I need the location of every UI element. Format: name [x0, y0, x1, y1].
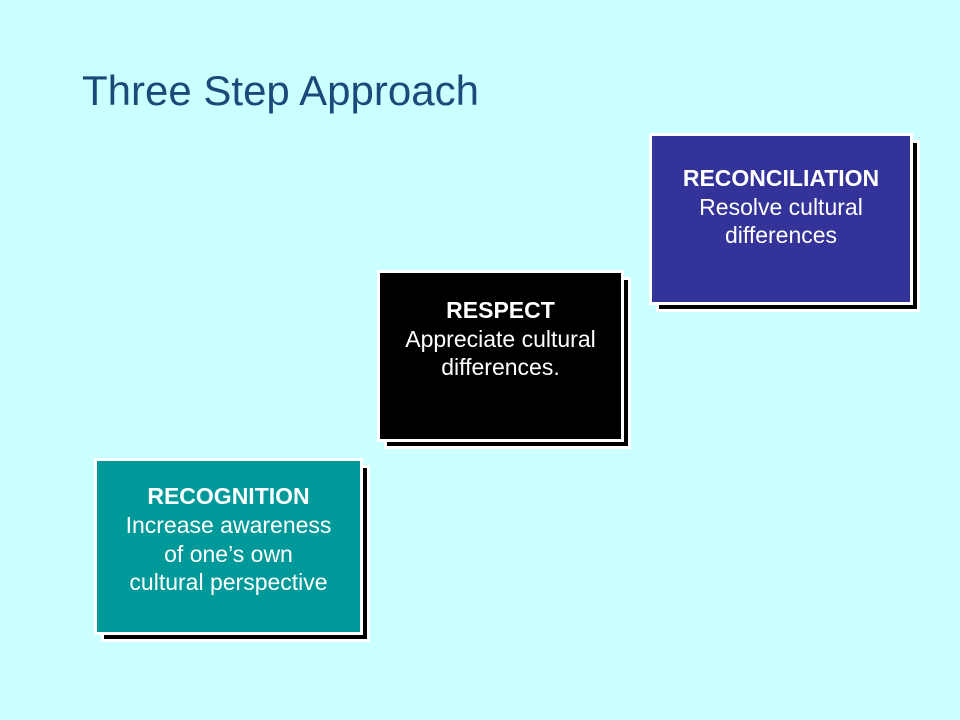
step-heading: RECONCILIATION: [682, 164, 880, 191]
slide-title: Three Step Approach: [82, 67, 479, 114]
step-description: Appreciate cultural differences.: [405, 325, 596, 381]
step-description: Increase awareness of one’s own cultural…: [125, 511, 332, 596]
step-box: RESPECT Appreciate cultural differences.: [377, 270, 624, 442]
step-heading: RECOGNITION: [147, 483, 310, 509]
step-box: RECOGNITION Increase awareness of one’s …: [94, 458, 363, 635]
step-respect: RESPECT Appreciate cultural differences.: [377, 270, 631, 449]
step-heading: RESPECT: [446, 296, 555, 323]
step-description: Resolve cultural differences: [699, 193, 863, 249]
step-recognition: RECOGNITION Increase awareness of one’s …: [94, 458, 370, 642]
step-box: RECONCILIATION Resolve cultural differen…: [649, 133, 913, 305]
step-reconciliation: RECONCILIATION Resolve cultural differen…: [649, 133, 920, 312]
